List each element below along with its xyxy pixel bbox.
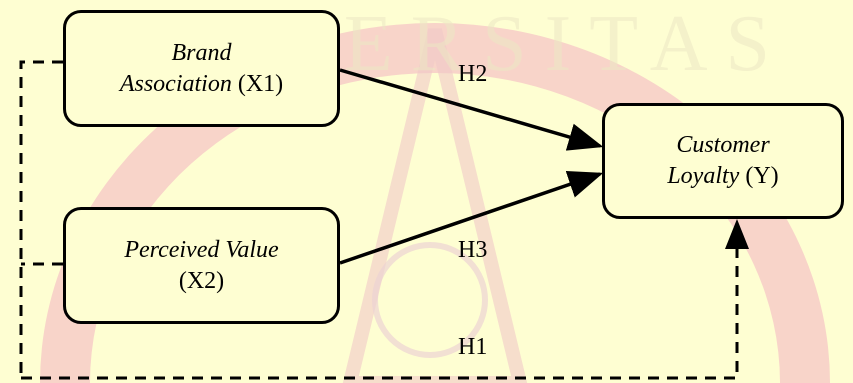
watermark-triangle: [342, 28, 528, 383]
label-h1: H1: [458, 334, 488, 360]
label-h3: H3: [458, 237, 488, 263]
node-customer-loyalty: Customer Loyalty (Y): [602, 103, 844, 219]
label-h2: H2: [458, 61, 488, 87]
watermark-emblem: [372, 242, 488, 358]
node-perceived-value: Perceived Value (X2): [63, 207, 340, 324]
node-x2-title: Perceived Value: [124, 236, 279, 263]
node-x2-line1: Perceived Value: [124, 235, 278, 266]
h1-bottom-to-y: [21, 219, 749, 380]
node-y-term: Loyalty: [667, 163, 740, 189]
node-x1-line2: Association (X1): [120, 69, 283, 100]
node-brand-association: Brand Association (X1): [63, 10, 340, 127]
node-x1-term: Association: [119, 70, 232, 97]
arrow-h3: [339, 170, 604, 265]
node-y-title: Customer: [676, 132, 770, 158]
node-y-line2: Loyalty (Y): [667, 161, 778, 192]
arrow-h2: [339, 68, 604, 151]
path-h1: [19, 60, 749, 380]
h1-branch-x1: [19, 60, 63, 378]
node-x1-title: Brand: [171, 39, 232, 66]
node-y-line1: Customer: [676, 130, 769, 161]
node-x1-code: (X1): [231, 70, 284, 97]
node-y-code: (Y): [739, 163, 779, 189]
node-x1-line1: Brand: [172, 38, 232, 69]
node-x2-line2: (X2): [178, 267, 225, 294]
